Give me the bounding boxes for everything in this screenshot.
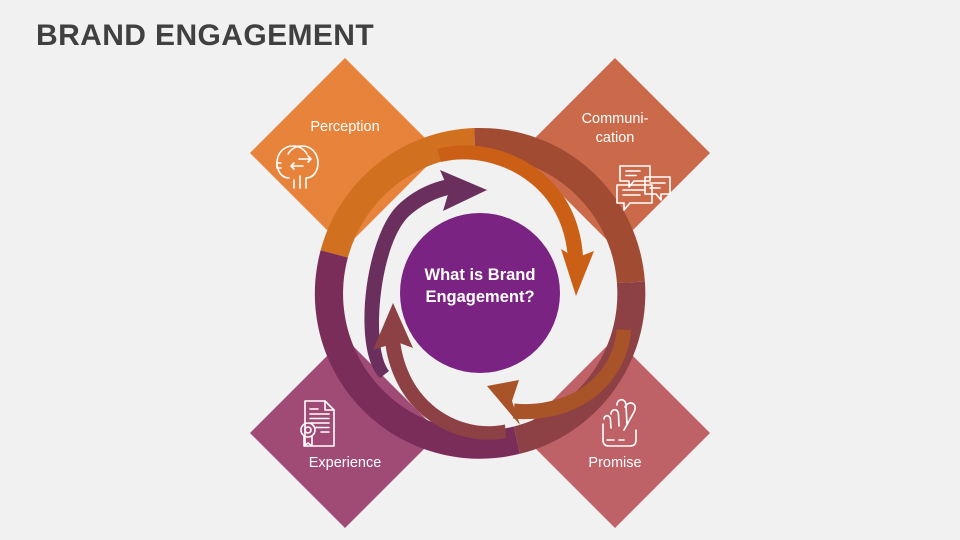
communication-diamond[interactable]: [520, 58, 710, 248]
ring-segment-communication: [474, 127, 645, 284]
speech-bubbles-icon: [616, 165, 671, 211]
arrow-bottom: [487, 329, 631, 425]
ring-segment-experience: [314, 250, 520, 459]
center-circle-label: What is Brand Engagement?: [424, 266, 536, 307]
arrow-left-head: [373, 303, 413, 350]
cycle-arrows: [364, 145, 631, 440]
two-heads-icon: [276, 145, 319, 189]
promise-diamond[interactable]: [520, 338, 710, 528]
arrow-top-left-body: [364, 179, 453, 378]
crossed-fingers-icon: [602, 398, 637, 447]
node-communication[interactable]: [520, 58, 710, 248]
arrow-top-left: [364, 170, 487, 378]
page-title: BRAND ENGAGEMENT: [36, 19, 375, 52]
node-promise[interactable]: [520, 338, 710, 528]
arrow-right: [437, 145, 594, 296]
experience-diamond[interactable]: [250, 338, 440, 528]
arrow-right-head: [561, 249, 594, 296]
ring-segment-perception: [320, 128, 476, 258]
center-circle[interactable]: [400, 213, 560, 373]
arrow-bottom-head: [487, 380, 520, 425]
perception-diamond[interactable]: [250, 58, 440, 248]
node-perception[interactable]: [250, 58, 440, 248]
arrow-left-body: [385, 340, 506, 440]
arrow-bottom-body: [513, 329, 631, 420]
node-experience[interactable]: [250, 338, 440, 528]
arrow-right-body: [437, 145, 583, 259]
arrow-left: [373, 303, 506, 440]
certificate-icon: [300, 400, 335, 447]
arrow-top-left-head: [440, 170, 487, 211]
